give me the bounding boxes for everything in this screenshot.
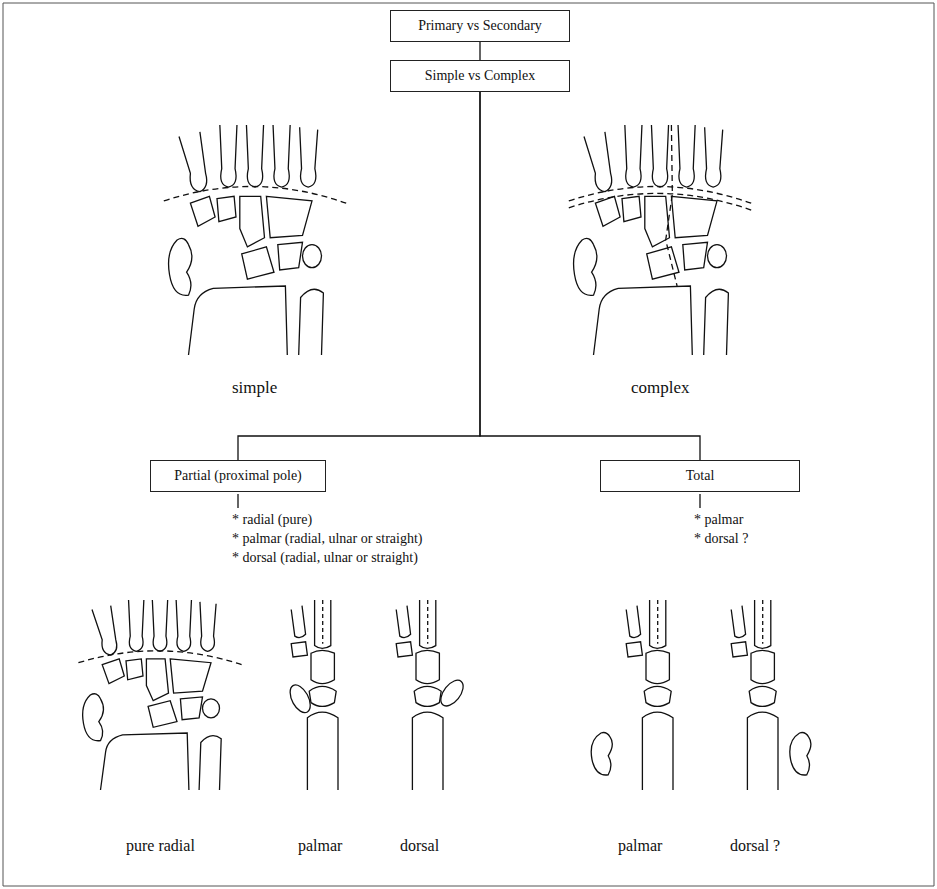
label-box: Primary vs Secondary xyxy=(390,10,570,42)
label-box: Partial (proximal pole) xyxy=(150,460,326,492)
list-item: * dorsal (radial, ulnar or straight) xyxy=(232,550,418,567)
figure-label: dorsal xyxy=(400,836,439,855)
box-label: Primary vs Secondary xyxy=(418,18,542,34)
list-item: * radial (pure) xyxy=(232,512,312,529)
box-label: Partial (proximal pole) xyxy=(174,468,302,484)
list-item: * dorsal ? xyxy=(694,531,748,548)
figure-label: palmar xyxy=(618,836,662,855)
list-item: * palmar xyxy=(694,512,743,529)
list-item: * palmar (radial, ulnar or straight) xyxy=(232,531,422,548)
box-label: Simple vs Complex xyxy=(425,68,535,84)
tree-connector xyxy=(479,42,480,60)
figure-label: palmar xyxy=(298,836,342,855)
figure-label: complex xyxy=(631,378,690,398)
figure-label: pure radial xyxy=(126,836,195,855)
box-label: Total xyxy=(686,468,715,484)
label-box: Simple vs Complex xyxy=(390,60,570,92)
label-box: Total xyxy=(600,460,800,492)
tree-connector xyxy=(480,92,700,460)
figure-label: dorsal ? xyxy=(730,836,780,855)
figure-label: simple xyxy=(232,378,277,398)
tree-connector xyxy=(238,92,480,460)
